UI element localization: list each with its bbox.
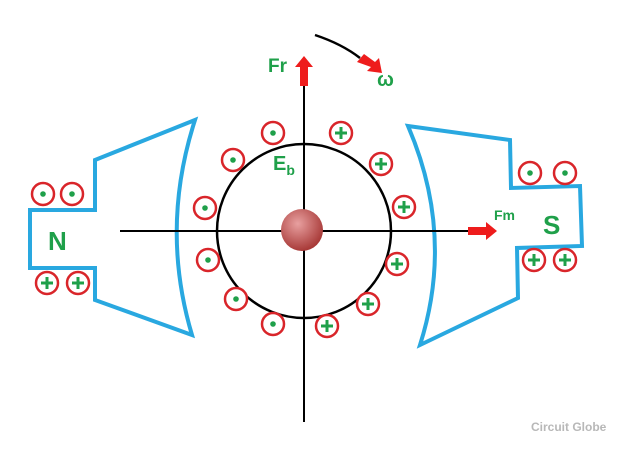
conductor-dot-icon	[30, 181, 56, 207]
conductor-dot-icon	[517, 160, 543, 186]
conductor-cross-icon	[552, 247, 578, 273]
south-pole-label: S	[543, 210, 560, 240]
north-pole-label: N	[48, 226, 67, 256]
south-pole-shape	[404, 123, 585, 349]
conductor-dot-icon	[260, 311, 286, 337]
main-force-label: Fm	[494, 207, 515, 223]
conductor-dot-icon	[223, 286, 249, 312]
back-emf-label: Eb	[273, 153, 295, 178]
rotation-arc	[314, 33, 361, 59]
conductor-cross-icon	[328, 120, 354, 146]
conductor-cross-icon	[314, 313, 340, 339]
armature-circle	[215, 142, 393, 320]
back-emf-subscript: b	[286, 162, 295, 178]
conductor-cross-icon	[384, 251, 410, 277]
omega-arrow-icon	[357, 54, 382, 73]
conductor-dot-icon	[59, 181, 85, 207]
conductor-cross-icon	[34, 270, 60, 296]
rotor-force-label: Fr	[268, 56, 288, 77]
fr-arrow-icon	[295, 56, 313, 86]
conductor-cross-icon	[521, 247, 547, 273]
conductor-dot-icon	[552, 160, 578, 186]
conductor-cross-icon	[391, 194, 417, 220]
conductor-dot-icon	[195, 247, 221, 273]
conductor-dot-icon	[220, 147, 246, 173]
conductor-dot-icon	[192, 195, 218, 221]
north-pole-shape	[28, 116, 199, 339]
back-emf-main: E	[273, 153, 286, 175]
watermark: Circuit Globe	[531, 420, 607, 434]
rotor-shaft	[281, 209, 323, 251]
conductor-cross-icon	[65, 270, 91, 296]
omega-label: ω	[377, 69, 394, 91]
conductor-dot-icon	[260, 120, 286, 146]
fm-arrow-icon	[468, 222, 497, 240]
conductor-cross-icon	[355, 291, 381, 317]
conductor-cross-icon	[368, 151, 394, 177]
